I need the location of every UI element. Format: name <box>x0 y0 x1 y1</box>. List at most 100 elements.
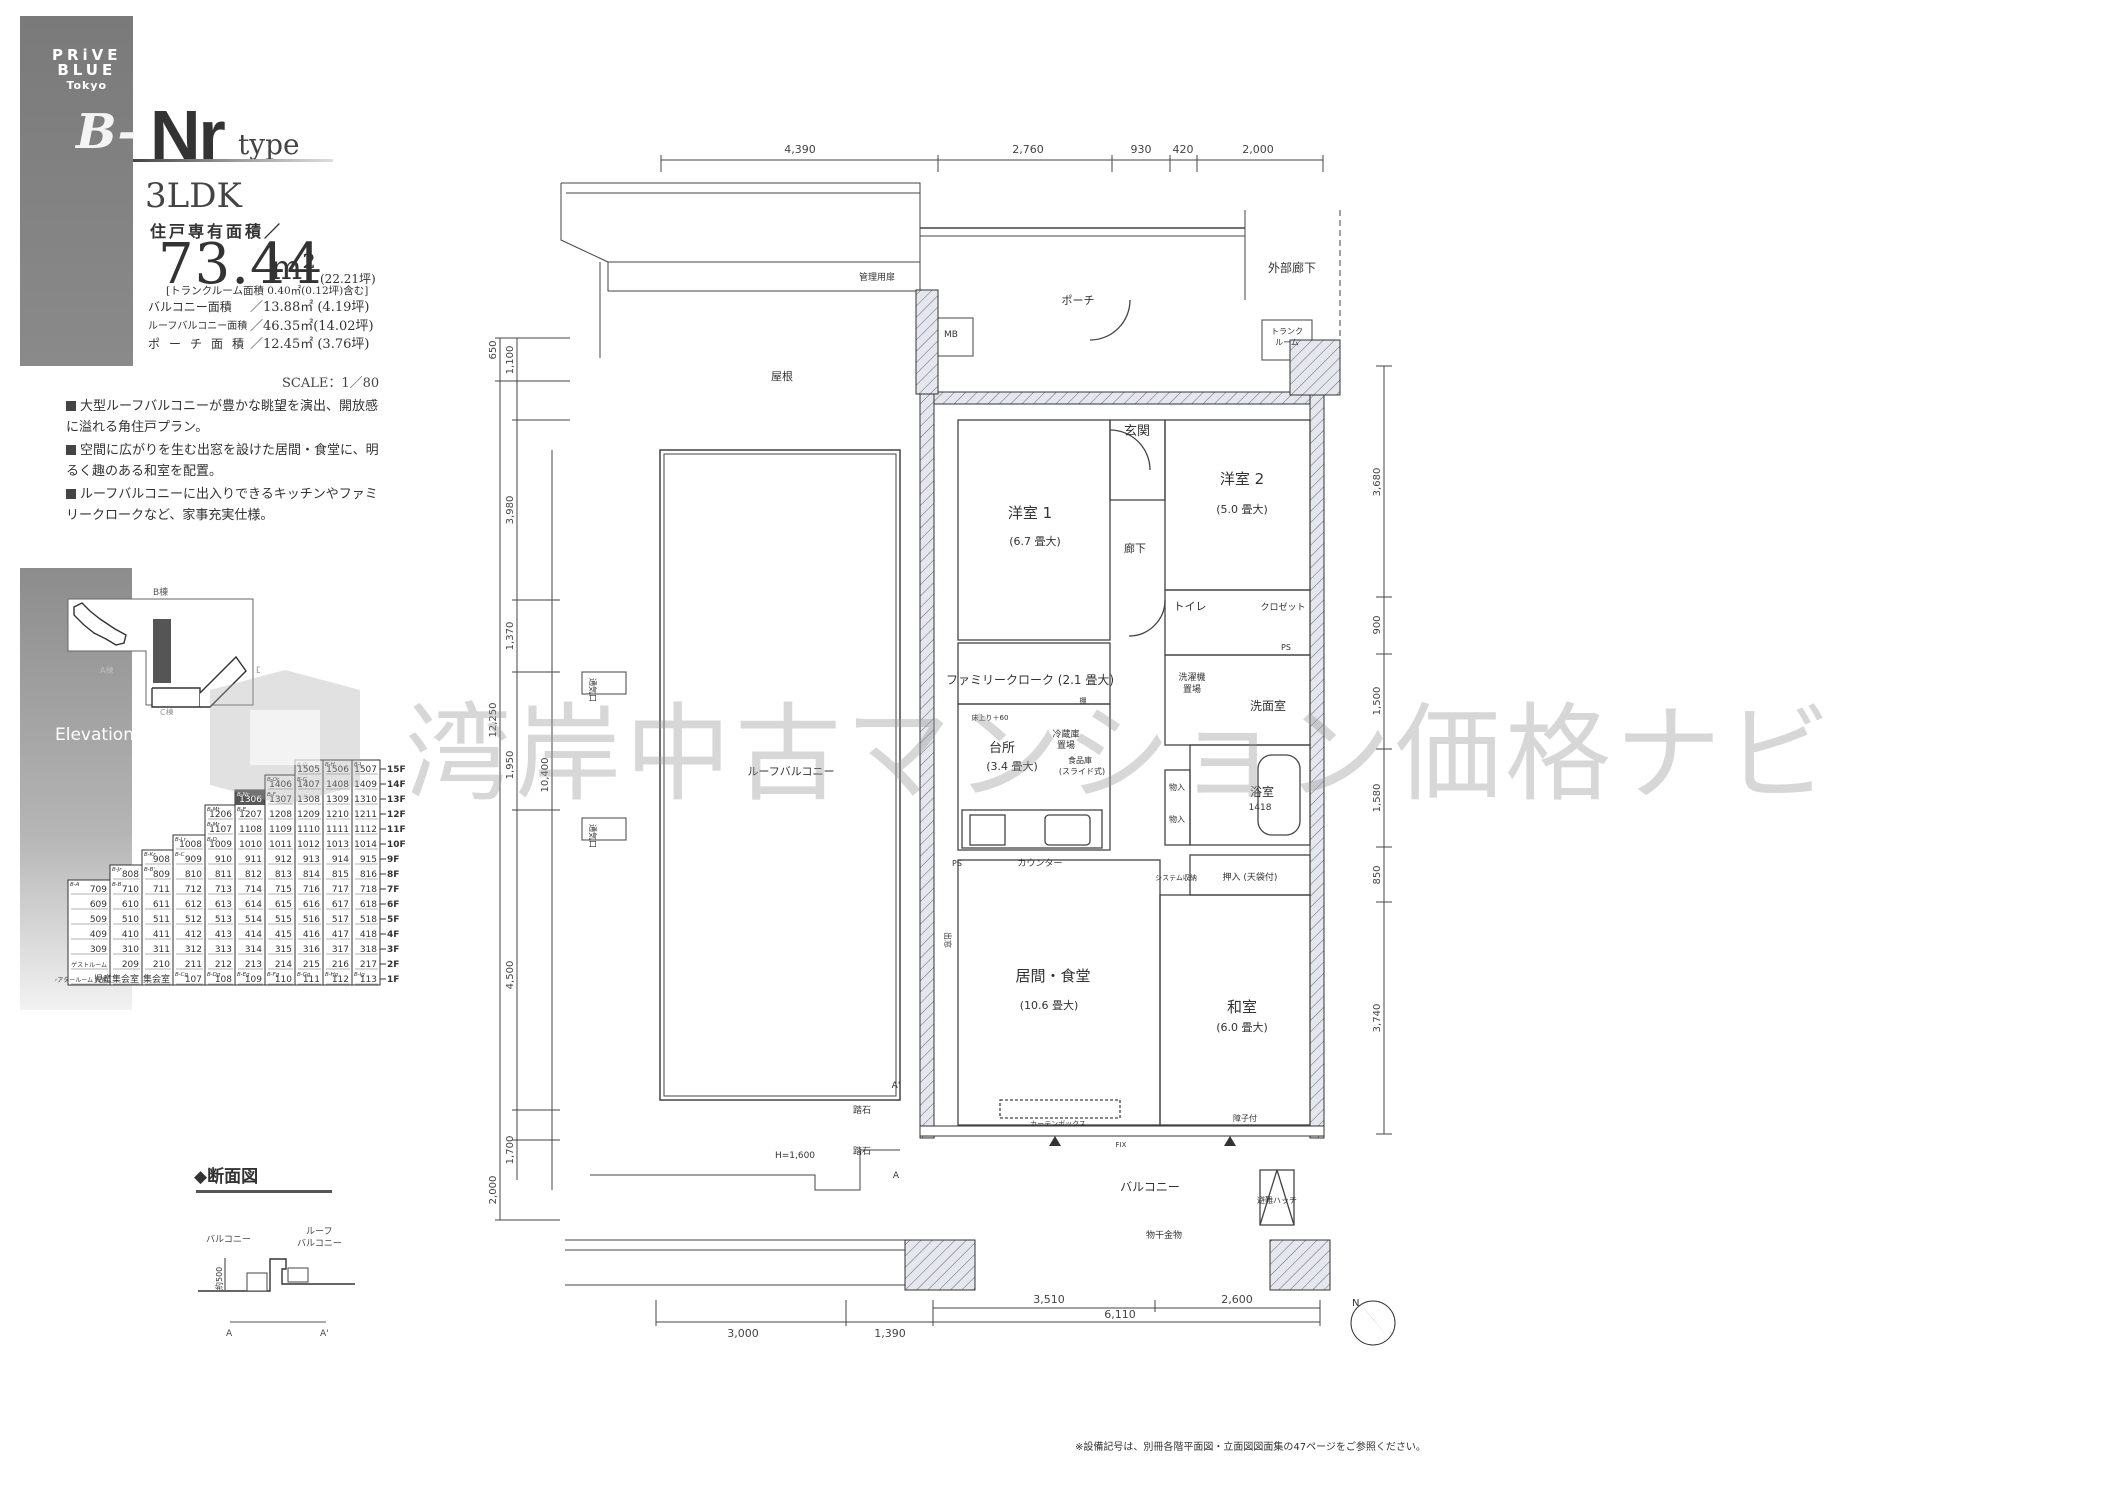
elevation-unit: 317 <box>332 945 349 955</box>
elevation-unit: 1014 <box>354 840 377 850</box>
stepstone-label: 踏石 <box>853 1104 871 1116</box>
elevation-unit: 1406 <box>269 780 292 790</box>
elevation-unit: 1112 <box>354 825 377 835</box>
elevation-unit-type: B-C <box>175 852 185 858</box>
elevation-unit: 1111 <box>326 825 349 835</box>
elevation-unit: 711 <box>153 885 170 895</box>
elevation-unit: 1011 <box>269 840 292 850</box>
feature-item: 空間に広がりを生む出窓を設けた居間・食堂に、明るく趣のある和室を配置。 <box>66 440 386 482</box>
elevation-unit: 314 <box>245 945 262 955</box>
svg-text:N: N <box>1352 1298 1359 1309</box>
floor-label: 5F <box>387 915 399 925</box>
elevation-unit-type: B-E <box>237 807 247 813</box>
elevation-unit: 1008 <box>179 840 202 850</box>
dim-right: 1,580 <box>1372 784 1383 813</box>
western-room-2-label: 洋室 2 <box>1220 470 1264 488</box>
elevation-unit-type: B-Hg <box>325 972 339 978</box>
balcony-area-value: ／13.88㎡ (4.19坪) <box>250 300 370 315</box>
elevation-unit: 518 <box>360 915 377 925</box>
elevation-unit: 912 <box>275 855 292 865</box>
toilet-label: トイレ <box>1174 600 1207 613</box>
elevation-unit: 1309 <box>326 795 349 805</box>
keymap-label-b: B棟 <box>153 586 168 598</box>
elevation-unit: 614 <box>245 900 262 910</box>
height-1600-label: H=1,600 <box>775 1151 815 1161</box>
elevation-unit: 410 <box>122 930 139 940</box>
section-title-underline <box>196 1190 332 1193</box>
section-diagram: ◆断面図 バルコニー ルーフ バルコニー 約500 A A' <box>194 1166 355 1339</box>
building-d-shape <box>199 655 247 708</box>
storage-label: 物入 <box>1169 782 1185 792</box>
type-prefix: B- <box>76 104 138 160</box>
western-room-1-size: (6.7 畳大) <box>1009 534 1061 548</box>
balcony-label: バルコニー <box>1120 1180 1180 1194</box>
elevation-unit-type: B-Nr <box>237 792 250 798</box>
elevation-unit: 416 <box>303 930 320 940</box>
elevation-unit: 610 <box>122 900 139 910</box>
elevation-unit: 213 <box>245 960 262 970</box>
elevation-unit: 310 <box>122 945 139 955</box>
elevation-unit-type: B-Mr <box>207 822 220 828</box>
ps-label: PS <box>1281 643 1291 652</box>
elevation-unit: 1010 <box>239 840 262 850</box>
elevation-unit: 209 <box>122 960 139 970</box>
title-underline <box>133 159 333 162</box>
fix-label: FIX <box>1116 1141 1127 1149</box>
elevation-column <box>294 759 324 986</box>
elevation-column <box>141 849 174 986</box>
elevation-unit: 910 <box>215 855 232 865</box>
roof-label: 屋根 <box>771 369 793 383</box>
header-band <box>20 16 133 366</box>
section-a-marker: A <box>893 1171 900 1181</box>
western-room-2-size: (5.0 畳大) <box>1216 502 1268 516</box>
japanese-room-size: (6.0 畳大) <box>1216 1020 1268 1034</box>
elevation-unit-type: B-Cg <box>175 972 189 978</box>
elevation-unit: 215 <box>303 960 320 970</box>
section-height-label: 約500 <box>214 1267 224 1290</box>
elevation-unit: 318 <box>360 945 377 955</box>
dim-bottom: 3,000 <box>727 1327 759 1340</box>
floor-label: 1F <box>387 975 399 985</box>
elevation-unit-type: B-Jr <box>112 867 122 873</box>
dim-bottom: 6,110 <box>1104 1308 1136 1321</box>
elevation-unit: 1407 <box>297 780 320 790</box>
elevation-unit: 212 <box>215 960 232 970</box>
bullet-square-icon <box>66 401 76 411</box>
elevation-unit: 512 <box>185 915 202 925</box>
pantry-label-2: (スライド式) <box>1059 766 1105 776</box>
floor-label: 4F <box>387 930 399 940</box>
elevation-unit: 児童集会室 <box>94 973 139 985</box>
elevation-unit: 513 <box>215 915 232 925</box>
elevation-unit: 1308 <box>297 795 320 805</box>
elevation-unit: 811 <box>215 870 232 880</box>
elevation-unit-type: B-Lr <box>175 837 187 843</box>
dim-left: 1,370 <box>505 622 516 651</box>
shoji-label: 障子付 <box>1233 1113 1257 1123</box>
elevation-column <box>234 789 266 986</box>
compass-icon: N <box>1350 1298 1396 1346</box>
elevation-unit: 815 <box>332 870 349 880</box>
elevation-unit: 211 <box>185 960 202 970</box>
elevation-unit: 713 <box>215 885 232 895</box>
elevation-column <box>351 759 381 986</box>
elevation-unit: 715 <box>275 885 292 895</box>
section-a-label: A <box>226 1329 233 1339</box>
brand-line3: Tokyo <box>66 79 108 92</box>
elevation-unit: 112 <box>332 975 349 985</box>
fridge-label: 冷蔵庫 <box>1052 728 1079 740</box>
bath-size: 1418 <box>1249 803 1272 813</box>
dim-bottom: 2,600 <box>1221 1293 1253 1306</box>
curtain-box-label: カーテンボックス <box>1030 1120 1086 1128</box>
bay-window-label: 出窓 <box>943 932 953 948</box>
elevation-unit: 312 <box>185 945 202 955</box>
roof-balcony-area-label: ルーフバルコニー面積 <box>148 321 248 332</box>
floor-label: 15F <box>387 765 405 775</box>
elevation-unit: 717 <box>332 885 349 895</box>
section-balcony-label: バルコニー <box>206 1234 251 1245</box>
elevation-unit: 1107 <box>209 825 232 835</box>
floor-label: 9F <box>387 855 399 865</box>
dim-left: 3,980 <box>505 496 516 525</box>
dim-top: 2,000 <box>1242 143 1274 156</box>
scale-label: SCALE：1／80 <box>282 376 380 391</box>
kitchen-label: 台所 <box>989 741 1015 756</box>
